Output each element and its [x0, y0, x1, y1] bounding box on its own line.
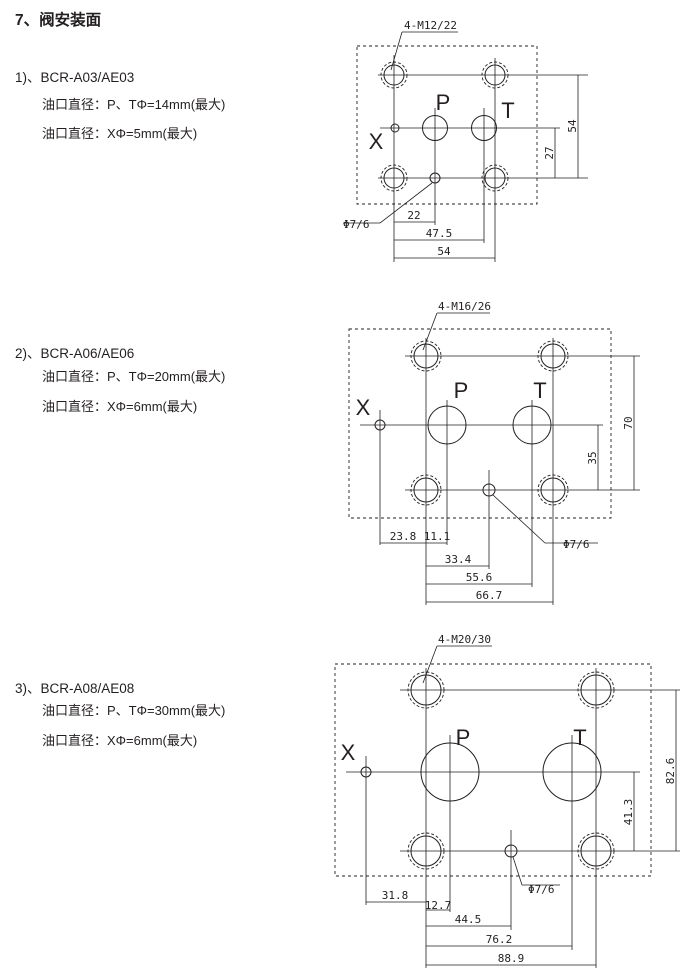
port-p-label: P [436, 90, 451, 115]
dim-88-9: 88.9 [498, 952, 525, 965]
port-p-label: P [454, 378, 469, 403]
dim-12-7: 12.7 [425, 899, 452, 912]
dim-41-3: 41.3 [622, 799, 635, 826]
dim-11-1: 11.1 [424, 530, 451, 543]
port-x-label: X [356, 395, 371, 420]
bolt-spec-label: 4-M12/22 [404, 19, 457, 32]
dim-33-4: 33.4 [445, 553, 472, 566]
pin-spec-label: Φ7/6 [528, 883, 555, 896]
dim-55-6: 55.6 [466, 571, 493, 584]
dim-23-8: 23.8 [390, 530, 417, 543]
spec-port-diameter-a03: 油口直径：P、TΦ=14mm(最大) [42, 97, 226, 112]
page-title: 7、阀安装面 [15, 12, 102, 29]
port-t-label: T [501, 98, 514, 123]
drawing-a08: 41.3 82.6 31.8 12.7 44.5 76.2 88.9 4-M20… [334, 633, 680, 968]
pin-spec-label: Φ7/6 [343, 218, 370, 231]
plate-outline [356, 45, 538, 205]
section-title-a03: 1)、BCR-A03/AE03 [15, 70, 135, 85]
drawing-a03: 27 54 22 47.5 54 4-M12/22 Φ7/6 X P T [343, 19, 588, 262]
plate-outline [348, 328, 612, 519]
dim-44-5: 44.5 [455, 913, 482, 926]
bolt-spec-label: 4-M16/26 [438, 300, 491, 313]
dim-70: 70 [622, 416, 635, 429]
port-x-label: X [369, 129, 384, 154]
spec-x-diameter-a06: 油口直径：XΦ=6mm(最大) [42, 399, 198, 414]
section-title-a08: 3)、BCR-A08/AE08 [15, 681, 135, 696]
dim-82-6: 82.6 [664, 758, 677, 785]
dim-35: 35 [586, 451, 599, 464]
spec-port-diameter-a08: 油口直径：P、TΦ=30mm(最大) [42, 703, 226, 718]
dim-54-horizontal: 54 [437, 245, 451, 258]
dim-47-5: 47.5 [426, 227, 453, 240]
dim-31-8: 31.8 [382, 889, 409, 902]
pin-spec-label: Φ7/6 [563, 538, 590, 551]
dim-22: 22 [407, 209, 420, 222]
drawing-a06: 35 70 23.8 11.1 33.4 55.6 66.7 4-M16/26 … [348, 300, 640, 605]
dim-66-7: 66.7 [476, 589, 503, 602]
port-x-label: X [341, 740, 356, 765]
spec-x-diameter-a03: 油口直径：XΦ=5mm(最大) [42, 126, 198, 141]
port-t-label: T [573, 725, 586, 750]
port-p-label: P [456, 725, 471, 750]
dim-27: 27 [543, 146, 556, 159]
port-t-label: T [533, 378, 546, 403]
section-title-a06: 2)、BCR-A06/AE06 [15, 346, 135, 361]
bolt-spec-label: 4-M20/30 [438, 633, 491, 646]
dim-54-vertical: 54 [566, 119, 579, 133]
spec-port-diameter-a06: 油口直径：P、TΦ=20mm(最大) [42, 369, 226, 384]
spec-x-diameter-a08: 油口直径：XΦ=6mm(最大) [42, 733, 198, 748]
dim-76-2: 76.2 [486, 933, 513, 946]
plate-outline [334, 663, 652, 877]
